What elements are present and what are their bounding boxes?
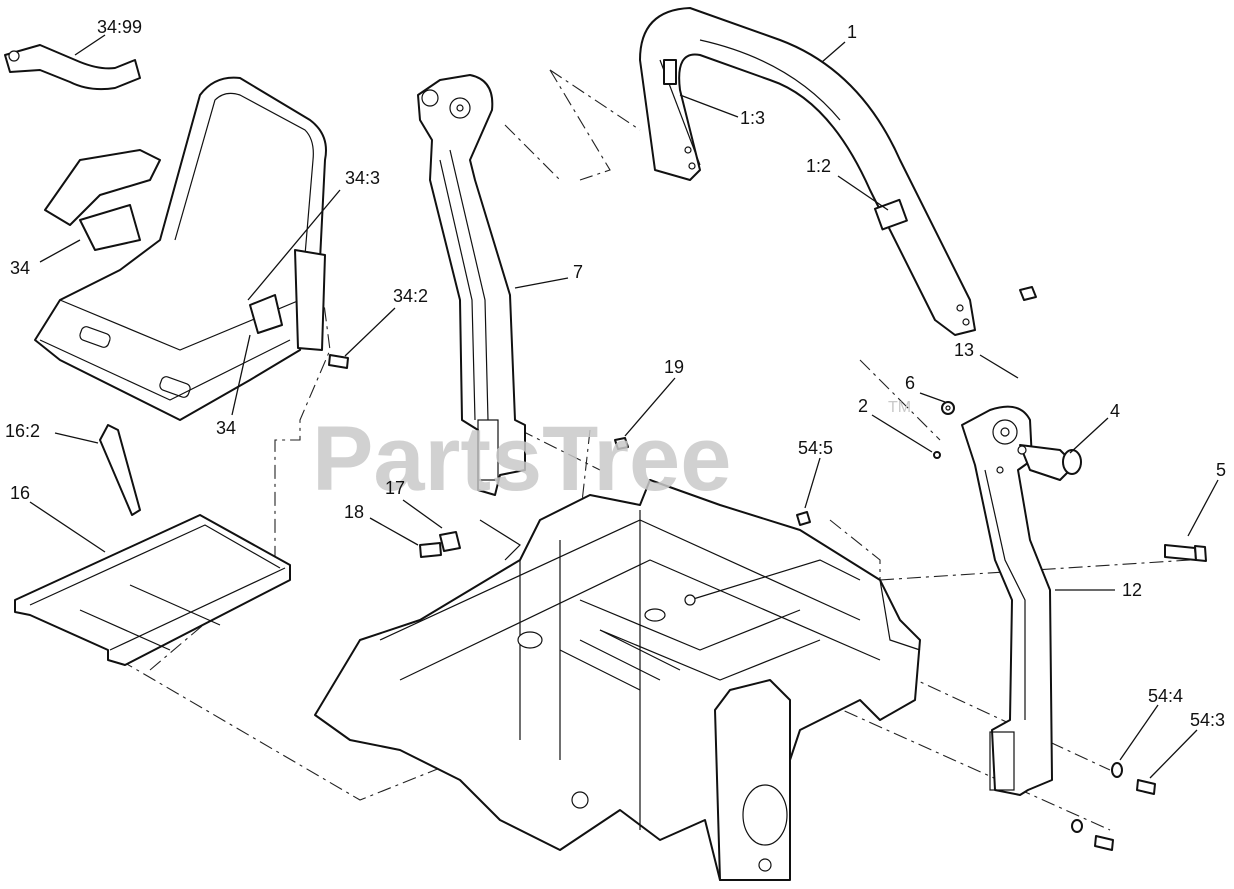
latch-pin-part-4 bbox=[1017, 444, 1082, 481]
callout-1-3: 1:3 bbox=[740, 108, 765, 128]
callout-34-99: 34:99 bbox=[97, 17, 142, 37]
rollbar-upright-part-7 bbox=[417, 74, 526, 496]
spacer-part-17 bbox=[439, 531, 461, 552]
seat-frame-part-16 bbox=[14, 424, 291, 666]
washer-part-54-4 bbox=[1111, 762, 1123, 778]
callout-54-3: 54:3 bbox=[1190, 710, 1225, 730]
bolt-part-54-3 bbox=[1136, 779, 1156, 795]
callout-labels: 1 1:3 1:2 34:99 34:3 34 34 34:2 7 13 6 2… bbox=[5, 17, 1226, 730]
callout-1-2: 1:2 bbox=[806, 156, 831, 176]
callout-5: 5 bbox=[1216, 460, 1226, 480]
callout-34-a: 34 bbox=[10, 258, 30, 278]
hardware-small-parts bbox=[328, 286, 1156, 851]
armrest bbox=[44, 149, 161, 226]
callout-12: 12 bbox=[1122, 580, 1142, 600]
callout-16: 16 bbox=[10, 483, 30, 503]
bolt-part-18 bbox=[419, 542, 442, 558]
callout-4: 4 bbox=[1110, 401, 1120, 421]
callout-16-2: 16:2 bbox=[5, 421, 40, 441]
callout-17: 17 bbox=[385, 478, 405, 498]
rollbar-upright-part-12 bbox=[961, 405, 1053, 796]
bolt-part-34-2 bbox=[328, 354, 349, 369]
nut-part-2 bbox=[933, 451, 941, 459]
seat-part-34 bbox=[34, 76, 327, 421]
watermark-brand: PartsTree bbox=[312, 408, 731, 510]
nut-part-19 bbox=[614, 437, 629, 450]
callout-54-5: 54:5 bbox=[798, 438, 833, 458]
adjust-lever-part-16-2 bbox=[99, 424, 141, 516]
seat-belt-part-34-99 bbox=[4, 44, 141, 91]
callout-6: 6 bbox=[905, 373, 915, 393]
callout-2: 2 bbox=[858, 396, 868, 416]
callout-1: 1 bbox=[847, 22, 857, 42]
leader-lines bbox=[29, 34, 1219, 779]
nut-part-54-5 bbox=[796, 511, 811, 526]
callout-18: 18 bbox=[344, 502, 364, 522]
seat-belt-buckle-34-3 bbox=[249, 294, 283, 334]
callout-34-2: 34:2 bbox=[393, 286, 428, 306]
callout-34-3: 34:3 bbox=[345, 168, 380, 188]
callout-34-b: 34 bbox=[216, 418, 236, 438]
watermark-trademark: TM bbox=[888, 399, 911, 416]
decal-1-3 bbox=[663, 59, 677, 85]
callout-19: 19 bbox=[664, 357, 684, 377]
chassis-frame bbox=[314, 479, 921, 881]
callout-54-4: 54:4 bbox=[1148, 686, 1183, 706]
callout-7: 7 bbox=[573, 262, 583, 282]
callout-13: 13 bbox=[954, 340, 974, 360]
nut-part-13 bbox=[1019, 286, 1037, 301]
bolt-part-5 bbox=[1164, 544, 1207, 562]
